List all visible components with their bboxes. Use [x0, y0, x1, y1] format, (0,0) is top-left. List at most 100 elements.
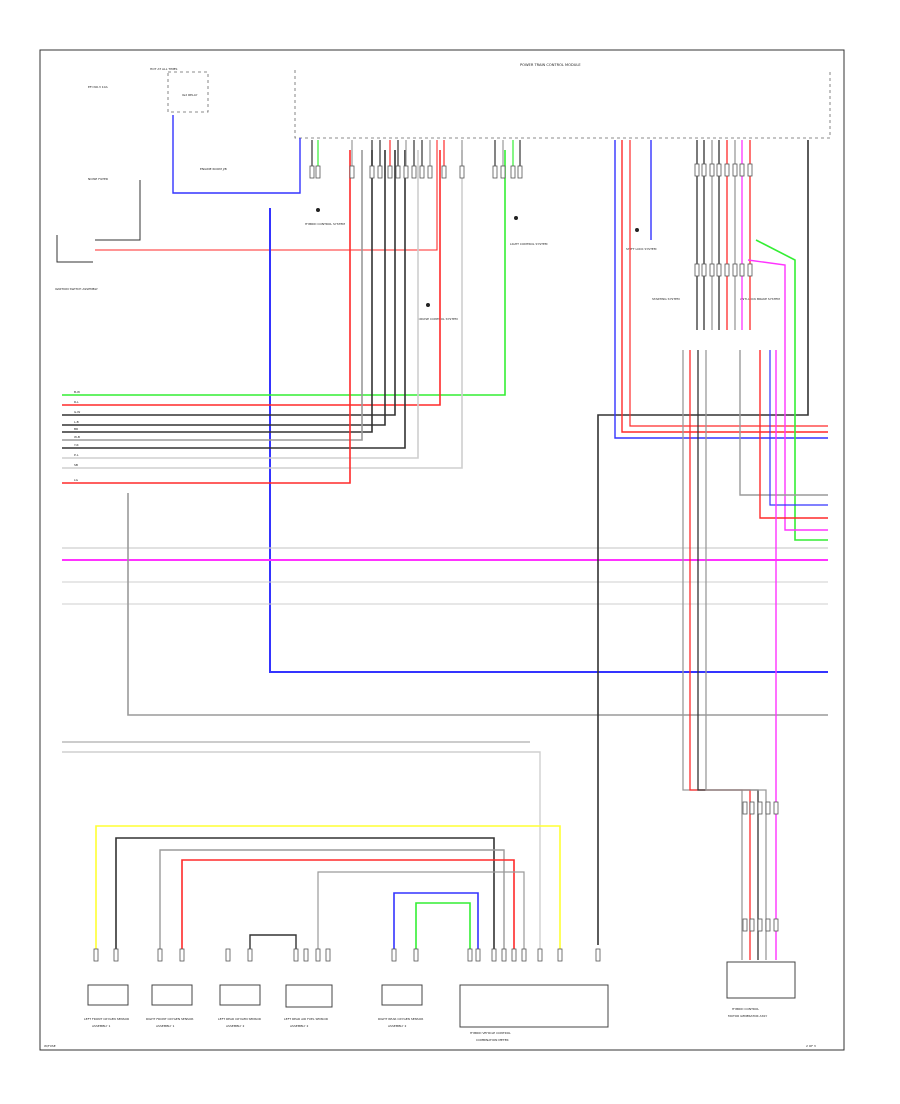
conn-right-a-4: [724, 163, 730, 177]
row-gray-1-code: W-B: [74, 435, 80, 439]
svg-text:CRUISE CONTROL SYSTEM: CRUISE CONTROL SYSTEM: [418, 317, 458, 321]
wire-right-blue-row: [769, 350, 828, 506]
svg-text:MOTOR GENERATOR ASSY: MOTOR GENERATOR ASSY: [728, 1014, 767, 1018]
svg-text:HYBRID CONTROL: HYBRID CONTROL: [732, 1007, 759, 1011]
conn-bottom-4: [225, 948, 231, 962]
wire-yellow: [95, 825, 561, 950]
wire-right-black: [597, 140, 809, 945]
row-lightgray-1-code: P-L: [74, 453, 79, 457]
right-down-1: [689, 350, 751, 960]
wire-right-red: [621, 140, 828, 433]
conn-bottom-19: [557, 948, 563, 962]
row-lightgray-2: [62, 150, 463, 469]
module-title: POWER TRAIN CONTROL MODULE: [520, 63, 581, 67]
row-red-1: [62, 150, 441, 406]
conn-right-a-3: [716, 163, 722, 177]
wire-right-red-row: [759, 350, 828, 519]
row-lightgray-2-code: SB: [74, 463, 78, 467]
conn-bottom-1: [113, 948, 119, 962]
wire-black-bottom: [115, 837, 495, 950]
svg-text:ASSEMBLY 2: ASSEMBLY 2: [226, 1024, 244, 1028]
conn-bottom-18: [537, 948, 543, 962]
svg-text:COMBINATION METER: COMBINATION METER: [476, 1038, 509, 1042]
svg-text:ASSEMBLY 2: ASSEMBLY 2: [388, 1024, 406, 1028]
conn-top-0: [309, 165, 315, 179]
row-black-1-code: G-W: [74, 410, 80, 414]
svg-text:ASSEMBLY 1: ASSEMBLY 1: [92, 1024, 110, 1028]
component-hybrid-control: HYBRID VEHICLE CONTROL COMBINATION METER: [459, 984, 609, 1042]
component-right-rear-o2: RIGHT REAR OXYGEN SENSOR ASSEMBLY 2: [378, 984, 423, 1028]
conn-bottom-9: [325, 948, 331, 962]
switch-wire: [56, 235, 93, 263]
ground-label: IGNITION SWITCH ASSEMBLY: [55, 287, 98, 291]
conn-mg-b-0: [742, 918, 748, 932]
sensor-label: NOISE FILTER: [88, 177, 108, 181]
conn-bottom-11: [413, 948, 419, 962]
component-left-rear-o2: LEFT REAR OXYGEN SENSOR ASSEMBLY 2: [218, 984, 261, 1028]
conn-top-1: [315, 165, 321, 179]
conn-right-a-6: [739, 163, 745, 177]
conn-top-2: [349, 165, 355, 179]
conn-bottom-5: [247, 948, 253, 962]
row-black-2-code: L-B: [74, 420, 79, 424]
conn-mg-a-0: [742, 801, 748, 815]
row-lightgray-1: [62, 150, 419, 459]
svg-text:STARTING SYSTEM: STARTING SYSTEM: [652, 297, 680, 301]
svg-text:ASSEMBLY 1: ASSEMBLY 1: [156, 1024, 174, 1028]
conn-bottom-8: [315, 948, 321, 962]
fuse-label: EFI NO.3 10A: [88, 85, 109, 89]
svg-text:HYBRID CONTROL SYSTEM: HYBRID CONTROL SYSTEM: [305, 222, 345, 226]
conn-top-3: [369, 165, 375, 179]
conn-mg-a-4: [773, 801, 779, 815]
callout-starting: STARTING SYSTEM: [652, 297, 680, 301]
right-down-3: [705, 350, 767, 960]
callout-hybrid: HYBRID CONTROL SYSTEM: [305, 208, 345, 226]
row-black-3-code: BR: [74, 427, 78, 431]
component-left-rear-af: LEFT REAR AIR FUEL SENSOR ASSEMBLY 2: [284, 984, 333, 1028]
wire-gray-bottom-2: [317, 871, 525, 950]
wire-blue-feed: [172, 115, 301, 194]
wire-right-gray-row: [739, 350, 828, 496]
row-black-3: [62, 150, 373, 433]
row-gray-1: [62, 150, 363, 441]
wire-right-red-2: [629, 140, 828, 427]
conn-top-9: [419, 165, 425, 179]
component-mg-assy: HYBRID CONTROL MOTOR GENERATOR ASSY: [726, 961, 796, 1018]
conn-bottom-12: [467, 948, 473, 962]
wire-blue-main: [269, 208, 828, 673]
conn-bottom-7: [303, 948, 309, 962]
relay-box: [167, 71, 209, 113]
conn-right-a-7: [747, 163, 753, 177]
conn-top-6: [395, 165, 401, 179]
conn-bottom-6: [293, 948, 299, 962]
conn-mg-b-2: [757, 918, 763, 932]
conn-top-13: [492, 165, 498, 179]
row-green: [62, 150, 506, 396]
conn-right-a-2: [709, 163, 715, 177]
conn-top-15: [510, 165, 516, 179]
conn-right-b-5: [732, 263, 738, 277]
relay-label: IG2 RELAY: [182, 93, 198, 97]
conn-top-16: [517, 165, 523, 179]
conn-top-11: [441, 165, 447, 179]
conn-top-4: [377, 165, 383, 179]
svg-text:LEFT FRONT OXYGEN SENSOR: LEFT FRONT OXYGEN SENSOR: [84, 1017, 129, 1021]
footer-label: W/FUSE: [44, 1044, 56, 1048]
conn-mg-a-1: [749, 801, 755, 815]
conn-top-7: [403, 165, 409, 179]
component-right-front-o2: RIGHT FRONT OXYGEN SENSOR ASSEMBLY 1: [146, 984, 193, 1028]
conn-right-b-1: [701, 263, 707, 277]
svg-text:LEFT REAR OXYGEN SENSOR: LEFT REAR OXYGEN SENSOR: [218, 1017, 261, 1021]
callout-light: LIGHT CONTROL SYSTEM: [510, 216, 548, 246]
wire-right-magenta: [747, 259, 828, 531]
wire-blue-bottom: [393, 892, 479, 950]
conn-right-a-5: [732, 163, 738, 177]
svg-text:LIGHT CONTROL SYSTEM: LIGHT CONTROL SYSTEM: [510, 242, 548, 246]
conn-right-b-0: [694, 263, 700, 277]
svg-text:ANTI-LOCK BRAKE SYSTEM: ANTI-LOCK BRAKE SYSTEM: [740, 297, 780, 301]
row-red-1-code: R-L: [74, 400, 79, 404]
conn-bottom-10: [391, 948, 397, 962]
conn-top-5: [387, 165, 393, 179]
conn-top-8: [411, 165, 417, 179]
